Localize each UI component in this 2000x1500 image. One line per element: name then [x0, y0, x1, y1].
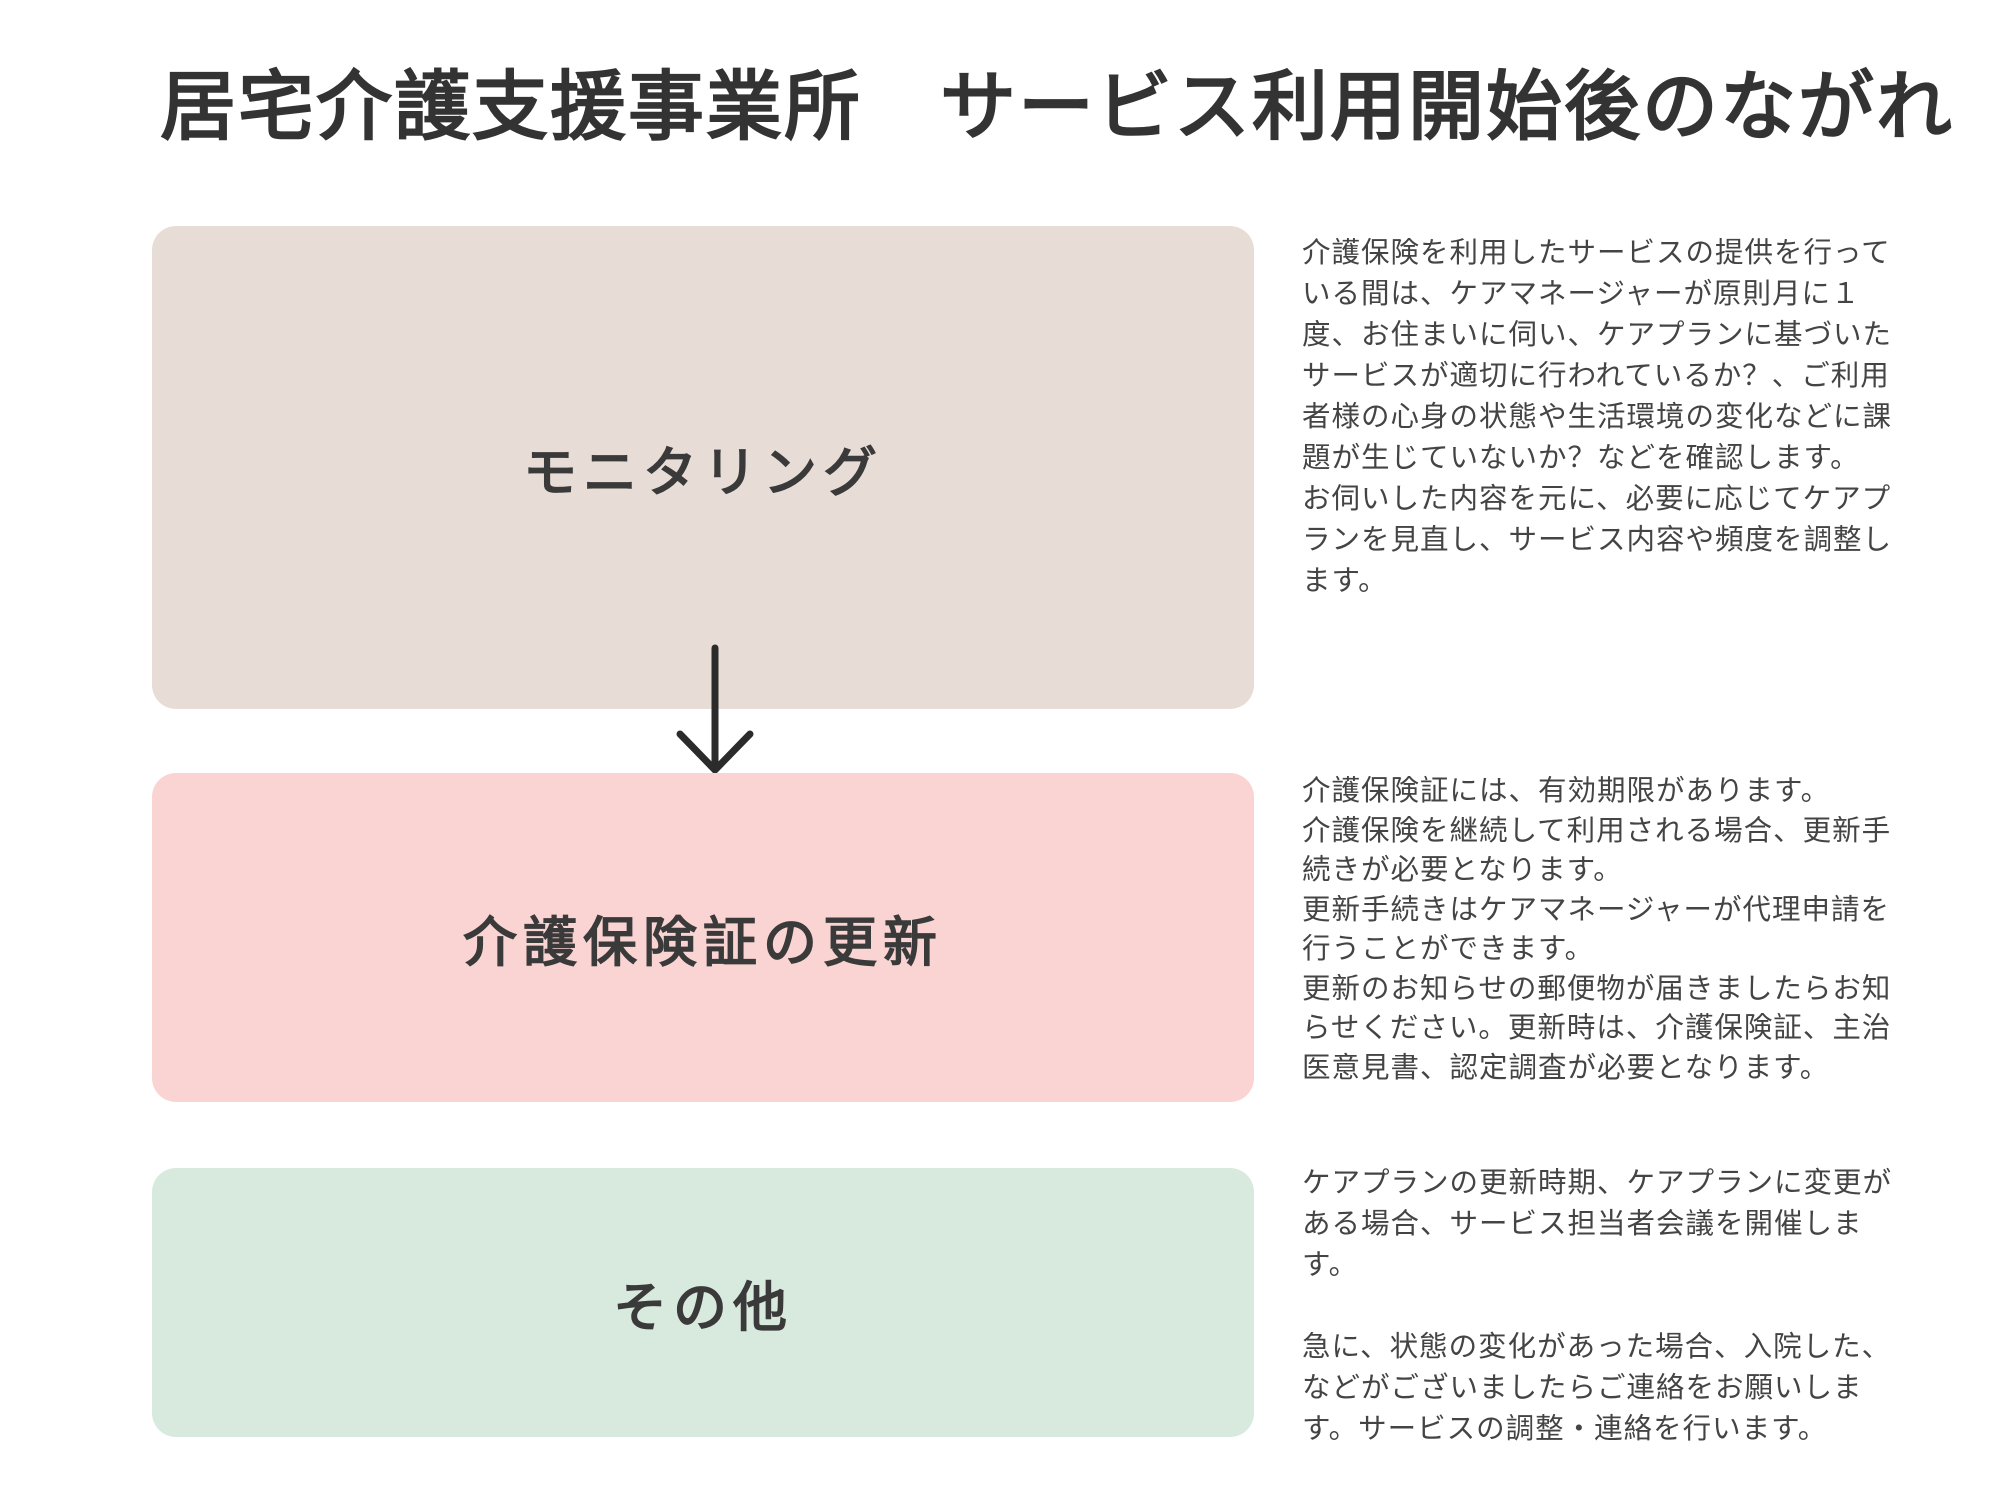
step-box-insurance-renewal: 介護保険証の更新 [152, 773, 1254, 1102]
description-paragraph: 更新手続きはケアマネージャーが代理申請を行うことができます。 [1302, 892, 1891, 966]
step-description-insurance-renewal: 介護保険証には、有効期限があります。 介護保険を継続して利用される場合、更新手続… [1302, 771, 1892, 1087]
description-paragraph: お伺いした内容を元に、必要に応じてケアプランを見直し、サービス内容や頻度を調整し… [1302, 482, 1893, 597]
description-paragraph: ケアプランの更新時期、ケアプランに変更がある場合、サービス担当者会議を開催します… [1302, 1166, 1893, 1281]
description-paragraph: 急に、状態の変化があった場合、入院した、などがございましたらご連絡をお願いします… [1302, 1330, 1892, 1445]
description-paragraph: 更新のお知らせの郵便物が届きましたらお知らせください。更新時は、介護保険証、主治… [1302, 971, 1892, 1084]
step-title-monitoring: モニタリング [523, 441, 883, 504]
step-description-monitoring: 介護保険を利用したサービスの提供を行っている間は、ケアマネージャーが原則月に１度… [1302, 232, 1892, 601]
step-box-other: その他 [152, 1168, 1254, 1437]
page-title: 居宅介護支援事業所 サービス利用開始後のながれ [160, 62, 1954, 151]
description-paragraph: 介護保険を利用したサービスの提供を行っている間は、ケアマネージャーが原則月に１度… [1302, 236, 1893, 474]
step-box-monitoring: モニタリング [152, 226, 1254, 709]
description-paragraph: 介護保険を継続して利用される場合、更新手続きが必要となります。 [1302, 813, 1892, 887]
arrow-down-icon [676, 644, 754, 774]
step-title-other: その他 [613, 1276, 793, 1339]
step-description-other: ケアプランの更新時期、ケアプランに変更がある場合、サービス担当者会議を開催します… [1302, 1162, 1892, 1449]
step-title-insurance-renewal: 介護保険証の更新 [463, 911, 943, 974]
description-paragraph: 介護保険証には、有効期限があります。 [1302, 774, 1831, 807]
